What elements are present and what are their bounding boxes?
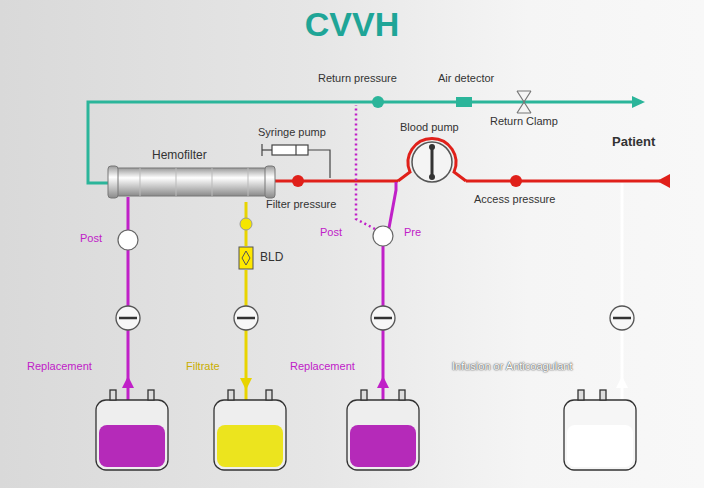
filter-rib	[212, 168, 213, 196]
fluid-bags	[361, 390, 367, 400]
syringe-pump	[272, 145, 308, 155]
component-label: Post	[320, 226, 342, 239]
flow-arrows	[122, 376, 628, 390]
valves	[373, 226, 393, 246]
post-dilution-bypass	[356, 105, 375, 229]
access-pressure-sensor	[510, 175, 522, 187]
valves	[118, 226, 393, 250]
blood-pump	[431, 147, 434, 177]
filtrate-sensor	[240, 218, 252, 230]
blood-line	[466, 180, 660, 183]
roller-pumps	[116, 306, 140, 330]
component-label: Filtrate	[186, 360, 220, 373]
filter-pressure-sensor	[292, 175, 304, 187]
blood-pump	[412, 142, 452, 182]
fluid-bags	[266, 390, 272, 400]
detector-box	[239, 247, 253, 269]
roller-pumps	[371, 306, 395, 330]
blood-leak-detector: BLD	[238, 246, 288, 270]
fluid-bags	[564, 400, 636, 470]
component-label: Blood pump	[400, 121, 459, 134]
flow-arrows	[377, 376, 389, 388]
node-label: BLD	[260, 250, 283, 264]
component-label: Patient	[612, 134, 655, 150]
fluid-bags	[96, 390, 636, 470]
return-arrow	[632, 96, 645, 108]
blood-line	[275, 138, 660, 181]
component-label: Return pressure	[318, 72, 397, 85]
infusion-line	[621, 183, 624, 400]
fluid-bags	[99, 425, 165, 467]
hemofilter: Hemofilter	[100, 146, 280, 202]
syringe-pump	[308, 150, 330, 178]
component-label: Pre	[404, 226, 421, 239]
return-pressure-sensor	[372, 96, 384, 108]
pump-rollers	[374, 317, 392, 320]
pump-rollers	[119, 317, 137, 320]
air-detector	[456, 97, 472, 107]
fluid-bags	[148, 390, 154, 400]
syringe-pump	[261, 144, 262, 156]
filter-rib	[248, 168, 249, 196]
flow-arrows	[616, 376, 628, 388]
detector-diamond	[242, 251, 250, 265]
replacement-lines	[127, 197, 130, 400]
component-label: Air detector	[438, 72, 494, 85]
fluid-bags	[110, 390, 116, 400]
pump-rollers	[237, 317, 255, 320]
patient-access-arrow	[657, 174, 670, 188]
blood-line	[398, 138, 466, 181]
flow-arrows	[122, 376, 134, 388]
syringe-pump	[262, 149, 272, 150]
diagram-title: CVVH	[0, 4, 704, 45]
component-label: Replacement	[290, 360, 355, 373]
filter-rib	[176, 168, 177, 196]
component-label: Filter pressure	[266, 198, 336, 211]
component-label: Replacement	[27, 360, 92, 373]
filter-body	[114, 168, 269, 196]
fluid-bags	[578, 390, 584, 400]
roller-pumps	[610, 306, 634, 330]
fluid-bags	[217, 425, 283, 467]
pump-rollers	[613, 317, 631, 320]
component-label: Access pressure	[474, 193, 555, 206]
node-label: Hemofilter	[152, 148, 207, 162]
flow-arrows	[240, 378, 252, 390]
fluid-bags	[399, 390, 405, 400]
pump-rollers	[119, 317, 631, 320]
filter-cap	[108, 166, 118, 198]
return-clamp	[517, 91, 531, 113]
component-label: Syringe pump	[258, 126, 326, 139]
fluid-bags	[350, 425, 416, 467]
blood-pump	[412, 142, 452, 182]
component-label: Return Clamp	[490, 115, 558, 128]
roller-pumps	[234, 306, 258, 330]
fluid-bags	[567, 425, 633, 467]
valves	[118, 230, 138, 250]
fluid-bags	[228, 390, 234, 400]
component-label: Post	[80, 232, 102, 245]
syringe-pump	[295, 145, 296, 155]
replacement-lines	[389, 182, 396, 228]
blood-pump	[429, 174, 435, 180]
fluid-bags	[214, 400, 286, 470]
filter-rib	[140, 168, 141, 196]
fluid-bags	[600, 390, 606, 400]
fluid-bags	[347, 400, 419, 470]
fluid-bags	[96, 400, 168, 470]
blood-pump	[429, 144, 435, 150]
roller-pumps	[116, 306, 634, 330]
filter-cap	[265, 166, 275, 198]
component-label: Infusion or Anticoagulant	[452, 360, 572, 373]
